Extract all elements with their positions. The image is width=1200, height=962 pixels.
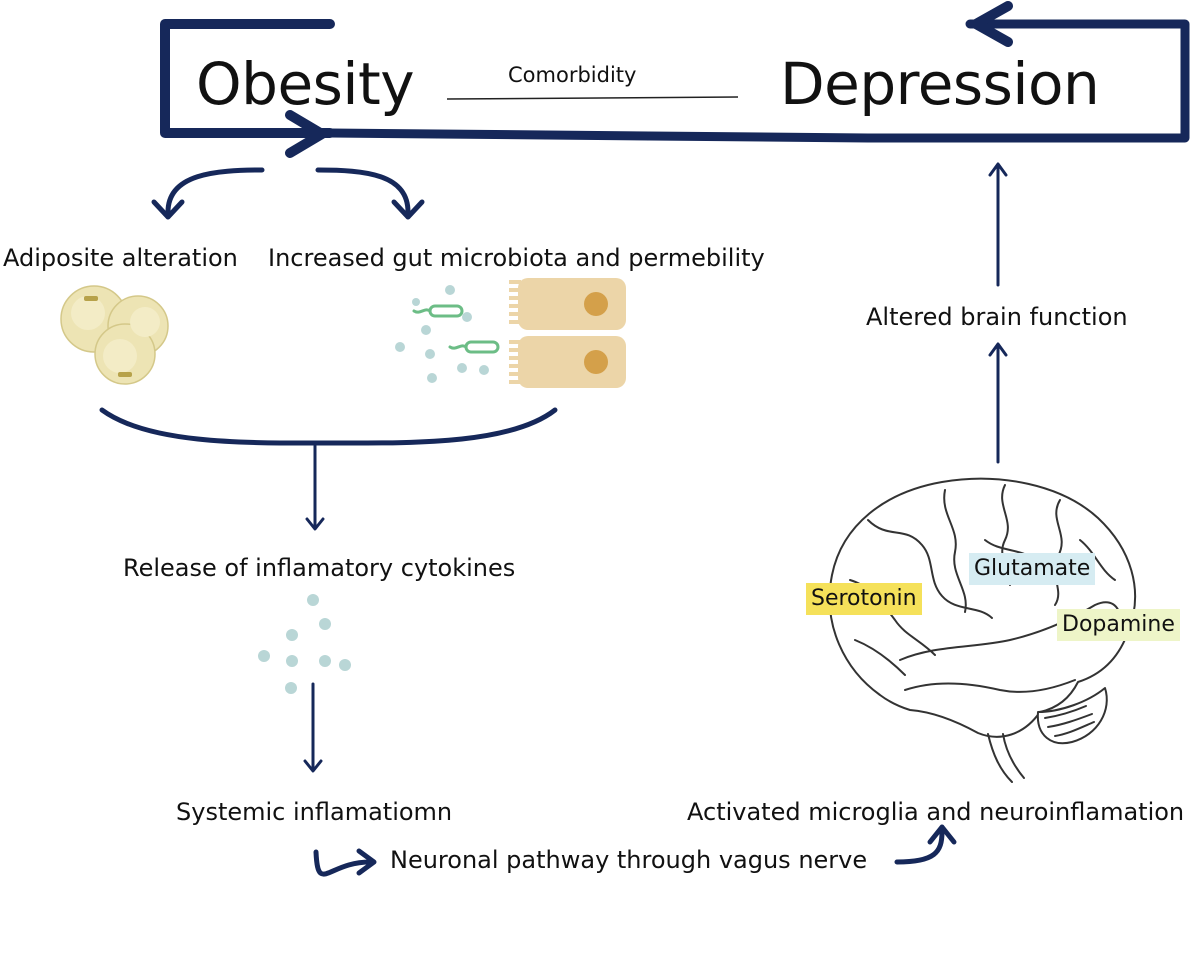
fat-cells-icon	[60, 285, 169, 385]
frame-arrow-left-icon	[971, 1, 1013, 47]
arrowhead-microglia-icon	[927, 824, 957, 845]
comorbidity-label: Comorbidity	[508, 63, 637, 87]
arrowhead-brain-function-icon	[988, 342, 1008, 357]
adipose-alteration-label: Adiposite alteration	[3, 244, 238, 272]
vagus-nerve-label: Neuronal pathway through vagus nerve	[390, 846, 868, 874]
vagus-arrow-out	[894, 829, 945, 865]
obesity-title: Obesity	[196, 50, 415, 118]
merge-bracket	[99, 407, 558, 446]
arrowhead-gut-icon	[391, 199, 425, 220]
branch-arrow-gut	[315, 167, 411, 215]
glutamate-tag: Glutamate	[969, 553, 1096, 585]
cytokines-icon	[258, 594, 351, 694]
serotonin-tag: Serotonin	[806, 583, 922, 615]
vagus-arrow-in	[313, 849, 373, 877]
gut-microbiota-label: Increased gut microbiota and permebility	[268, 244, 765, 272]
arrowhead-depression-icon	[988, 162, 1008, 177]
particles-icon	[395, 285, 489, 383]
comorbidity-frame	[160, 1, 1190, 158]
arrowhead-cytokines-icon	[305, 517, 325, 531]
gut-epithelium-icon	[509, 278, 626, 388]
bacteria-icon	[412, 304, 500, 354]
branch-arrow-adipose	[165, 167, 265, 215]
brain-function-label: Altered brain function	[866, 303, 1128, 331]
arrowhead-systemic-icon	[303, 759, 323, 773]
frame-arrow-right-icon	[285, 110, 327, 158]
arrowhead-adipose-icon	[151, 199, 185, 220]
cytokines-label: Release of inflamatory cytokines	[123, 554, 516, 582]
depression-title: Depression	[780, 50, 1100, 118]
arrowhead-vagus-icon	[356, 848, 377, 876]
microglia-label: Activated microglia and neuroinflamation	[687, 798, 1185, 826]
dopamine-tag: Dopamine	[1057, 609, 1180, 641]
systemic-inflammation-label: Systemic inflamatiomn	[176, 798, 453, 826]
comorbidity-line	[446, 96, 739, 100]
